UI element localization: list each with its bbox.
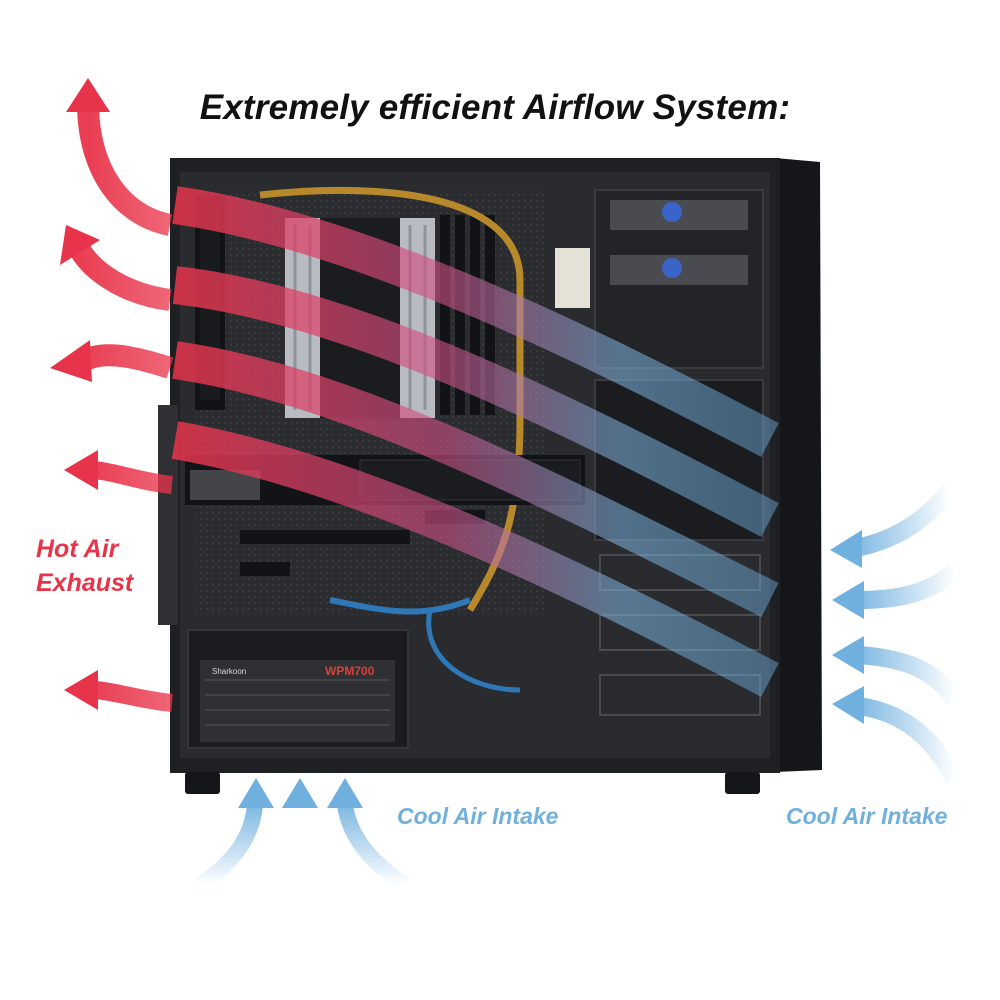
power-supply: Sharkoon WPM700: [187, 629, 409, 749]
exhaust-label-line-2: Exhaust: [36, 569, 134, 597]
cool-air-intake-bottom-label: Cool Air Intake: [397, 803, 559, 829]
hot-air-arrow: [60, 225, 172, 311]
hot-air-arrow: [66, 78, 173, 236]
exhaust-label-line-1: Hot Air: [36, 535, 119, 563]
hot-air-arrows: [50, 78, 174, 712]
case-foot-left: [185, 772, 220, 794]
cool-air-arrow: [830, 484, 958, 568]
cool-air-arrow: [832, 686, 964, 785]
case-foot-right: [725, 772, 760, 794]
case-side-panel: [775, 158, 822, 772]
psu-model: WPM700: [325, 664, 375, 678]
cool-air-bottom-arrows: [195, 778, 410, 892]
hot-air-arrow: [64, 670, 173, 712]
airflow-streams: [171, 186, 779, 697]
rear-io-backplate: [158, 405, 178, 625]
hot-air-arrow: [64, 450, 173, 494]
cool-air-arrow: [195, 778, 274, 892]
cool-air-arrow: [282, 778, 318, 891]
page-title: Extremely efficient Airflow System:: [199, 88, 791, 127]
cool-air-arrow: [832, 563, 962, 619]
cool-air-intake-side-label: Cool Air Intake: [786, 803, 948, 829]
hot-air-arrow: [50, 340, 174, 382]
psu-brand: Sharkoon: [212, 667, 246, 676]
cool-air-arrow: [832, 636, 963, 706]
cool-air-side-arrows: [830, 484, 964, 785]
cool-air-arrow: [327, 778, 410, 892]
hot-air-exhaust-label: Hot Air Exhaust: [36, 532, 133, 600]
